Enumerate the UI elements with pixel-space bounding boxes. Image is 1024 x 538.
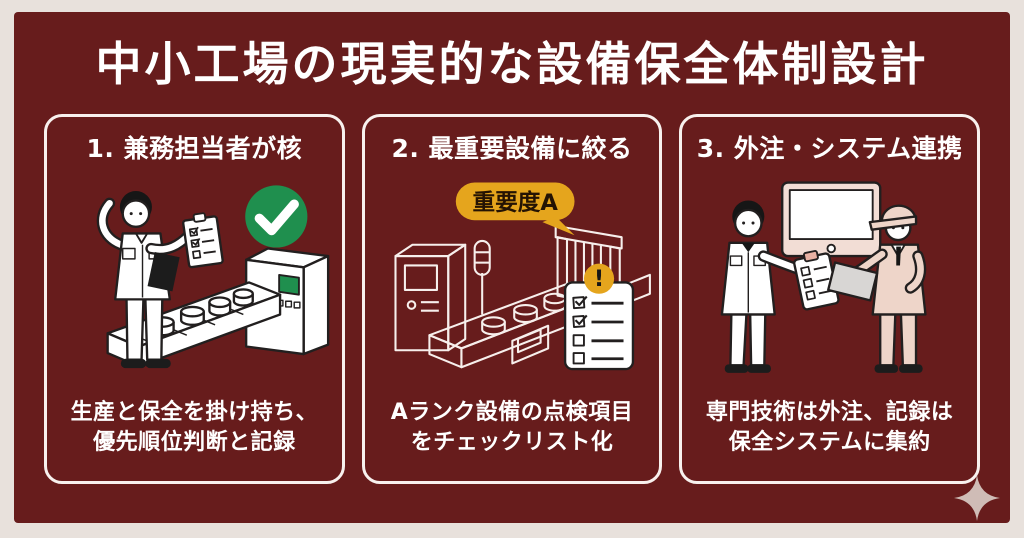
panel-3-outsourcing-system: 3. 外注・システム連携	[679, 113, 981, 484]
panel-heading: 1. 兼務担当者が核	[86, 133, 303, 163]
cap-icon	[869, 204, 918, 231]
left-worker-figure	[721, 200, 840, 373]
alert-exclamation-icon: !	[583, 263, 614, 294]
panel-3-illustration	[688, 169, 971, 377]
page-title: 中小工場の現実的な設備保全体制設計	[95, 37, 929, 91]
outlined-production-line	[394, 224, 651, 368]
panel-caption: 生産と保全を掛け持ち、 優先順位判断と記録	[71, 398, 319, 459]
caption-line: 生産と保全を掛け持ち、	[70, 399, 319, 425]
caption-line: 保全システムに集約	[728, 430, 931, 456]
caption-line: 専門技術は外注、記録は	[705, 399, 954, 425]
importance-bubble-label: 重要度A	[472, 188, 558, 215]
worker-figure	[96, 190, 224, 368]
caption-line: Aランク設備の点検項目	[390, 399, 634, 425]
panels-row: 1. 兼務担当者が核	[44, 113, 981, 484]
panel-heading: 3. 外注・システム連携	[696, 133, 963, 163]
checklist-icon: !	[563, 263, 634, 370]
panel-2-focus-critical-equipment: 2. 最重要設備に絞る	[361, 113, 663, 484]
panel-1-illustration	[53, 169, 336, 377]
clipboard-icon	[147, 251, 180, 291]
right-worker-figure	[827, 204, 927, 373]
panel-caption: Aランク設備の点検項目 をチェックリスト化	[391, 398, 634, 459]
tablet-icon	[827, 260, 879, 302]
machine-screen	[278, 273, 300, 296]
necktie	[896, 246, 902, 266]
alert-mark: !	[594, 266, 604, 292]
monitor-icon	[781, 180, 882, 257]
importance-speech-bubble-icon: 重要度A	[455, 182, 575, 235]
infographic-board: 中小工場の現実的な設備保全体制設計 1. 兼務担当者が核	[14, 12, 1010, 523]
signal-light-icon	[473, 239, 491, 315]
green-checkmark-icon	[245, 184, 308, 248]
sparkle-icon	[954, 475, 1000, 521]
caption-line: 優先順位判断と記録	[93, 430, 296, 456]
panel-2-illustration: 重要度A	[371, 169, 654, 377]
panel-1-core-staff: 1. 兼務担当者が核	[44, 113, 345, 484]
panel-heading: 2. 最重要設備に絞る	[391, 133, 633, 163]
panel-caption: 専門技術は外注、記録は 保全システムに集約	[706, 398, 954, 459]
checklist-icon	[182, 211, 224, 268]
conveyor-machine	[106, 246, 330, 368]
clipboard-icon	[793, 249, 840, 311]
caption-line: をチェックリスト化	[410, 430, 614, 456]
